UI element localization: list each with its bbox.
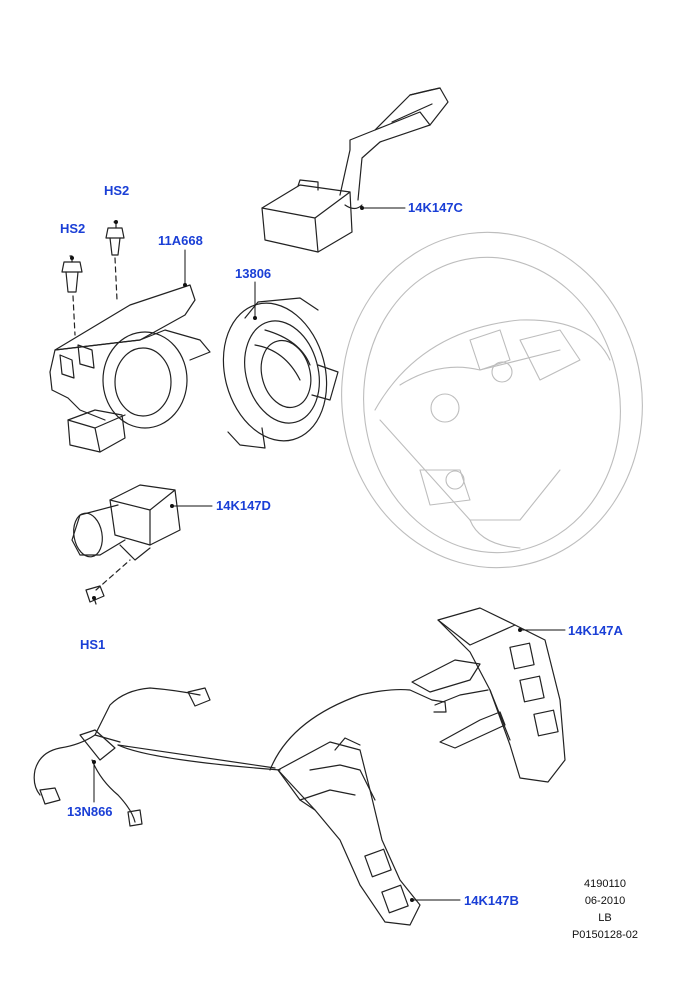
callout-hs1: HS1 bbox=[80, 637, 106, 652]
switch-pack-right bbox=[411, 607, 566, 783]
stalk-switch-lower bbox=[71, 484, 181, 561]
ref-region: LB bbox=[598, 912, 612, 924]
callout-14k147a: 14K147A bbox=[568, 623, 623, 638]
ref-drawing-number: P0150128-02 bbox=[571, 929, 639, 941]
clockspring bbox=[222, 297, 339, 449]
callout-14k147d: 14K147D bbox=[216, 498, 271, 513]
screw-hs1 bbox=[85, 585, 105, 605]
wiring-harness bbox=[33, 687, 447, 827]
ref-date: 06-2010 bbox=[584, 895, 626, 907]
callout-14k147c: 14K147C bbox=[408, 200, 463, 215]
callout-14k147b: 14K147B bbox=[464, 893, 519, 908]
callout-hs2-upper: HS2 bbox=[104, 183, 130, 198]
leader-dots bbox=[70, 206, 522, 902]
leader-lines bbox=[93, 207, 566, 901]
screw-hs2-upper bbox=[105, 221, 125, 256]
screw-hs2-lower bbox=[61, 255, 83, 293]
callout-11a668: 11A668 bbox=[158, 233, 203, 248]
ref-code: 4190110 bbox=[583, 878, 626, 890]
callout-hs2-lower: HS2 bbox=[60, 221, 86, 236]
steering-wheel bbox=[341, 231, 643, 569]
callout-13n866: 13N866 bbox=[67, 804, 113, 819]
stalk-switch-upper bbox=[261, 87, 449, 253]
switch-pack-left bbox=[277, 737, 421, 926]
callout-13806: 13806 bbox=[235, 266, 272, 281]
switch-housing bbox=[49, 284, 211, 453]
fixing-lines bbox=[72, 257, 131, 591]
